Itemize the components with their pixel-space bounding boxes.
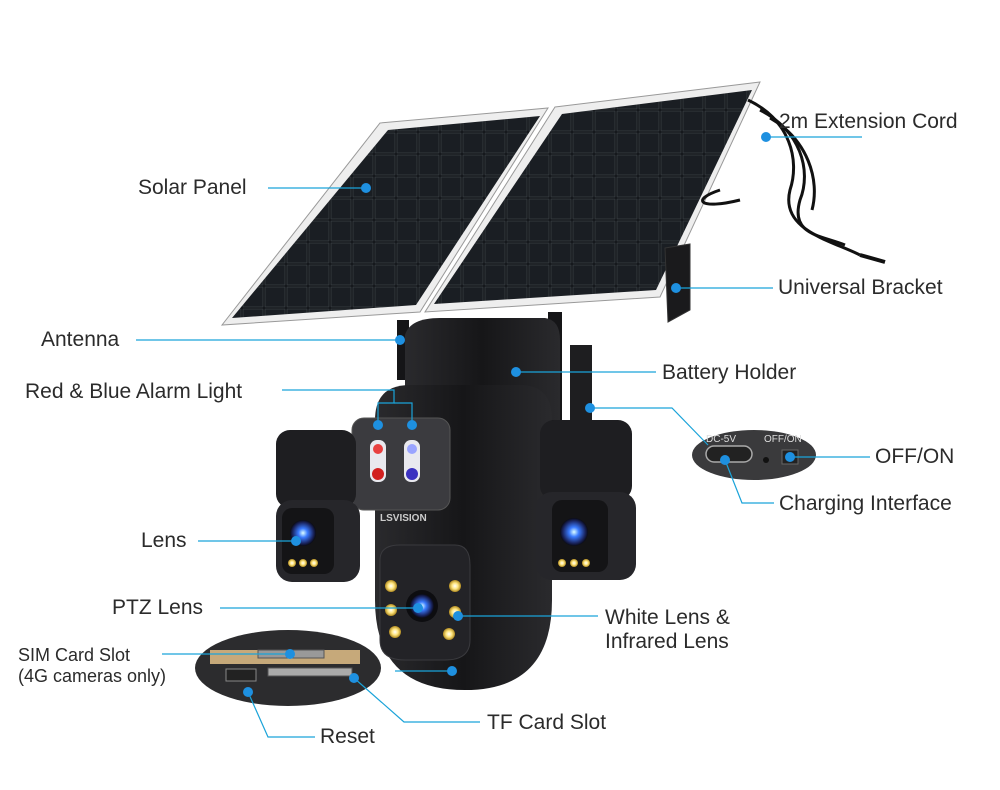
switch-text: OFF/ON (764, 434, 802, 445)
leader-dots (243, 132, 795, 697)
callout-battery-holder: Battery Holder (662, 361, 797, 384)
extension-cord-graphic (701, 98, 886, 264)
callout-solar-panel: Solar Panel (138, 176, 247, 199)
callout-sim-card-slot: SIM Card Slot (18, 645, 131, 665)
callout-alarm-light: Red & Blue Alarm Light (25, 380, 243, 403)
callout-lens: Lens (141, 529, 187, 552)
port-text: DC-5V (706, 434, 736, 445)
callout-reset: Reset (320, 725, 375, 748)
callout-tf-card-slot: TF Card Slot (487, 711, 607, 734)
callout-antenna: Antenna (41, 328, 120, 351)
callout-infrared-lens: Infrared Lens (605, 630, 729, 653)
callout-off-on: OFF/ON (875, 445, 955, 468)
callout-sim-card-note: (4G cameras only) (18, 666, 167, 686)
callout-universal-bracket: Universal Bracket (778, 276, 943, 299)
brand-logo: LSVISION (380, 513, 427, 524)
leader-lines (136, 136, 870, 738)
callout-extension-cord: 2m Extension Cord (779, 110, 958, 133)
callout-white-lens: White Lens & (605, 606, 730, 629)
callout-ptz-lens: PTZ Lens (112, 596, 204, 619)
callout-charging-interface: Charging Interface (779, 492, 952, 515)
